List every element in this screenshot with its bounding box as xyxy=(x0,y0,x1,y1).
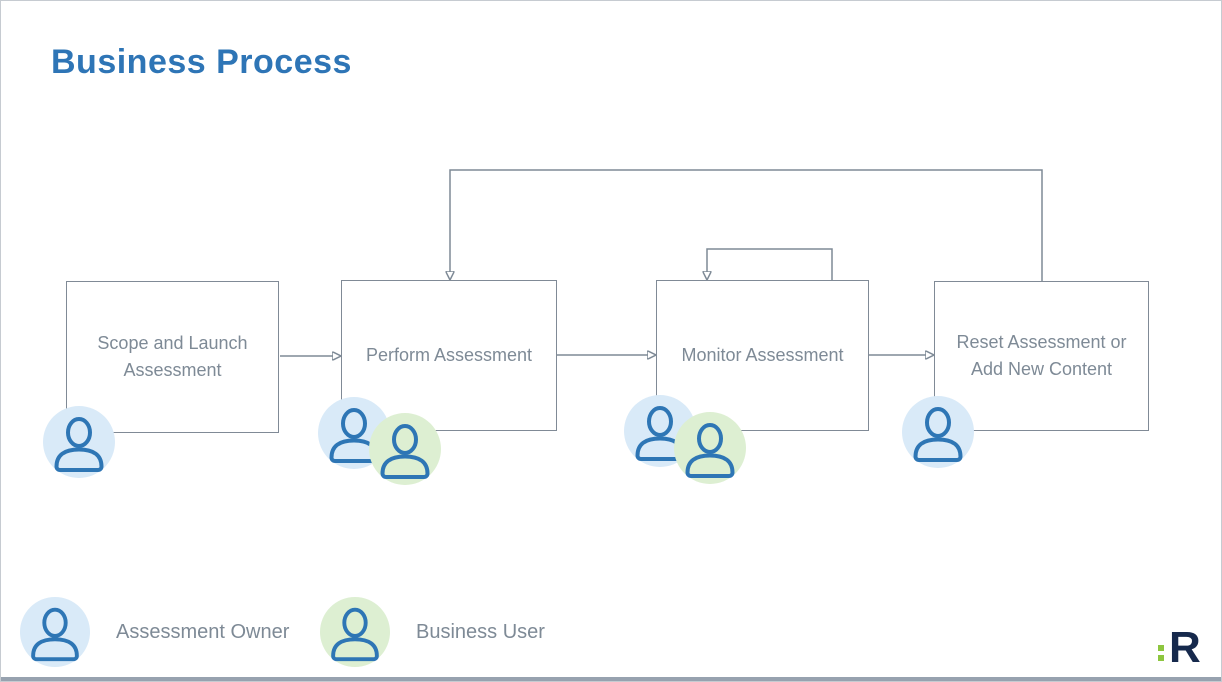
page-title: Business Process xyxy=(51,43,352,81)
legend-item-business-user: Business User xyxy=(320,597,545,667)
assessment-owner-icon xyxy=(20,597,90,667)
bottom-accent-bar xyxy=(1,677,1221,681)
business-user-icon xyxy=(369,413,441,485)
flow-step-label: Scope and Launch Assessment xyxy=(97,333,248,380)
assessment-owner-icon xyxy=(902,396,974,468)
assessment-owner-icon xyxy=(43,406,115,478)
legend-label: Assessment Owner xyxy=(116,620,290,643)
logo-letter: R xyxy=(1169,623,1201,672)
flow-step-label: Reset Assessment or Add New Content xyxy=(956,332,1127,379)
business-user-icon xyxy=(674,412,746,484)
legend-label: Business User xyxy=(416,620,545,643)
flow-step-reset-or-add-content: Reset Assessment or Add New Content xyxy=(934,281,1149,431)
flow-step-label: Perform Assessment xyxy=(365,345,533,365)
legend-item-assessment-owner: Assessment Owner xyxy=(20,597,289,667)
business-user-icon xyxy=(320,597,390,667)
arrow-reset-to-perform-feedback xyxy=(450,169,1043,281)
flow-step-scope-and-launch: Scope and Launch Assessment xyxy=(66,281,279,433)
arrow-monitor-self-loop xyxy=(707,248,833,280)
resolver-logo: R xyxy=(1158,623,1201,672)
logo-colon-icon xyxy=(1158,645,1164,661)
flow-step-label: Monitor Assessment xyxy=(681,345,844,365)
flow-step-monitor-assessment: Monitor Assessment xyxy=(656,280,869,431)
